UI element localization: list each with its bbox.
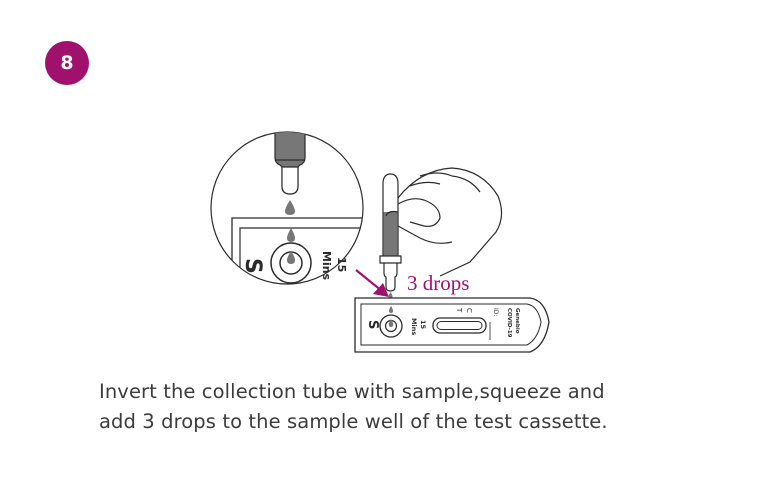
zoom-time-unit: Mins xyxy=(320,251,333,281)
drops-label: 3 drops xyxy=(407,271,469,295)
zoom-well-letter: S xyxy=(240,258,265,274)
brand-label: Genebio xyxy=(514,308,520,334)
tube-sample xyxy=(383,212,398,256)
step-number: 8 xyxy=(60,52,74,74)
zoom-view: S 15 Mins xyxy=(210,131,364,285)
instruction-text: Invert the collection tube with sample,s… xyxy=(99,377,699,437)
control-line-label: C xyxy=(465,308,473,313)
cassette-time-value: 15 xyxy=(419,320,427,330)
result-window xyxy=(432,317,487,334)
test-line-label: T xyxy=(455,307,463,313)
hand-with-tube xyxy=(379,167,503,299)
zoom-drop xyxy=(285,200,295,215)
cassette-well-letter: S xyxy=(365,320,380,329)
pointer-arrow xyxy=(355,269,389,297)
zoom-time-value: 15 xyxy=(335,257,348,272)
instruction-line-2: add 3 drops to the sample well of the te… xyxy=(99,410,608,433)
step-number-badge: 8 xyxy=(45,41,89,85)
test-cassette: S 15 Mins C T ID: Genebio COVID-19 xyxy=(354,297,550,353)
cassette-time-unit: Mins xyxy=(410,318,418,335)
product-label: COVID-19 xyxy=(506,308,512,338)
id-label: ID: xyxy=(492,308,499,316)
instruction-line-1: Invert the collection tube with sample,s… xyxy=(99,380,605,403)
